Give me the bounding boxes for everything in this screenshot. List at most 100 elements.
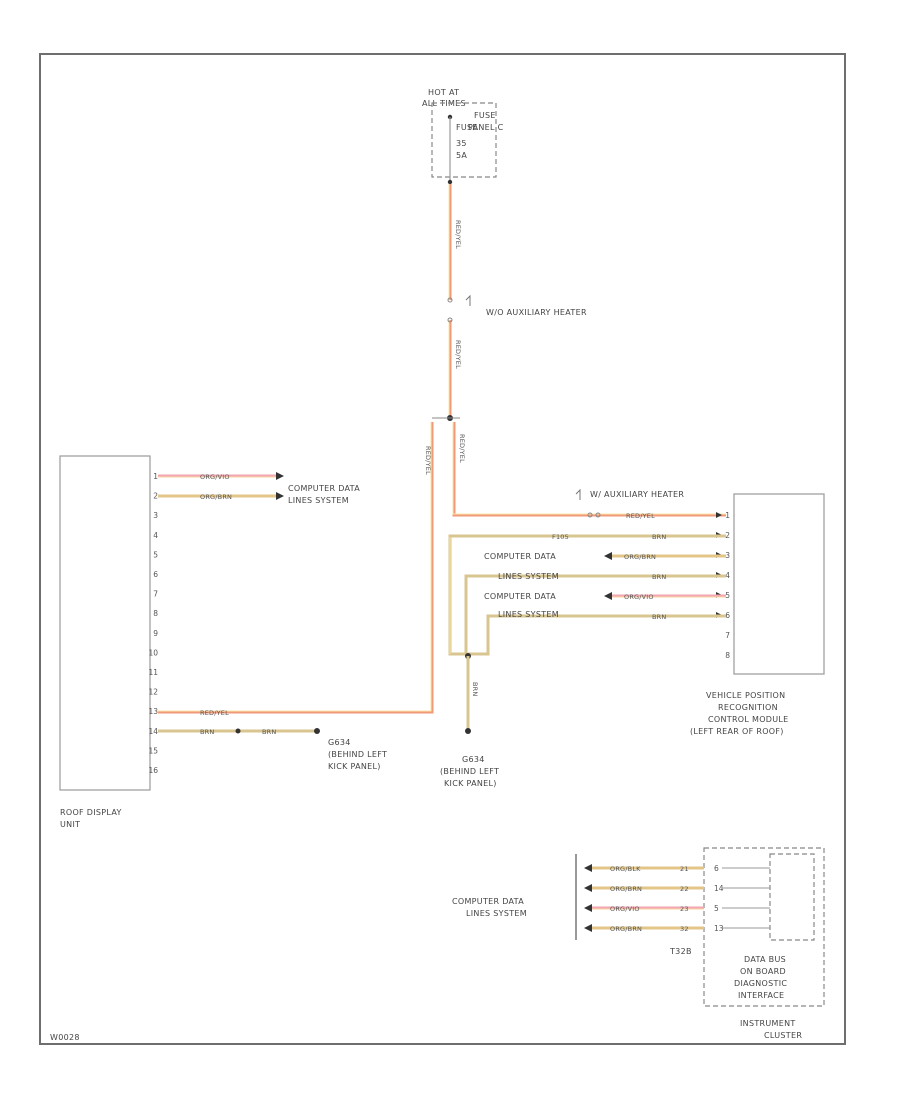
vprcm-wire-3-label: ORG/BRN — [624, 553, 656, 561]
vprcm-wire-1-label: RED/YEL — [626, 512, 655, 520]
dlc-wire-color: ORG/BRN — [610, 925, 642, 933]
fuse-panel-label-1: FUSE — [474, 111, 496, 120]
roof-display-pin: 13 — [148, 707, 158, 716]
dlc-wire-color: ORG/VIO — [610, 905, 640, 913]
roof-display-name-2: UNIT — [60, 820, 80, 829]
dlc-name-3: DIAGNOSTIC — [734, 979, 787, 988]
roof-display-pin: 2 — [153, 492, 158, 501]
vprcm-can-1-arrow — [604, 552, 612, 560]
vprcm-ground-wires: F105 BRN BRN BRN BRN G634 (BEHIND LEFT K… — [440, 533, 726, 788]
dlc-name-4: INTERFACE — [738, 991, 784, 1000]
vprcm-pin-terminal — [716, 512, 722, 518]
vprcm-wire-4-label: BRN — [652, 573, 666, 581]
rdu-wire-14-label-b: BRN — [262, 728, 276, 736]
roof-display-name-1: ROOF DISPLAY — [60, 808, 122, 817]
ground-2-dot — [465, 728, 471, 734]
vprcm-pin: 3 — [725, 551, 730, 560]
roof-display-pin: 12 — [148, 688, 158, 697]
rdu-ground-wire: BRN BRN G634 (BEHIND LEFT KICK PANEL) — [158, 728, 387, 771]
roof-display-pin: 14 — [148, 727, 158, 736]
roof-display-pin: 8 — [153, 609, 158, 618]
cluster-name-2: CLUSTER — [764, 1031, 802, 1040]
cds-top-line-1: COMPUTER DATA — [288, 484, 360, 493]
roof-display-pin: 16 — [148, 766, 158, 775]
rdu-wire-2-arrow — [276, 492, 284, 500]
vprcm-pin: 6 — [725, 611, 730, 620]
rdu-wire-1-arrow — [276, 472, 284, 480]
vprcm-pin: 8 — [725, 651, 730, 660]
roof-display-pin: 7 — [153, 590, 158, 599]
cds-mid-1-line-1: COMPUTER DATA — [484, 552, 556, 561]
ground-2-line-3: KICK PANEL) — [444, 779, 497, 788]
wo-aux-heater-option: W/O AUXILIARY HEATER — [447, 294, 587, 323]
vprcm-can-2-arrow — [604, 592, 612, 600]
cds-mid-1-line-2: LINES SYSTEM — [498, 572, 559, 581]
dlc-name-2: ON BOARD — [740, 967, 786, 976]
vprcm-name-4: (LEFT REAR OF ROOF) — [690, 727, 784, 736]
diagram-code: W0028 — [50, 1033, 80, 1042]
vprcm-splice-label: F105 — [552, 533, 569, 541]
ground-1-line-1: G634 — [328, 738, 351, 747]
fuse-number: 35 — [456, 139, 467, 148]
ground-1-dot — [314, 728, 320, 734]
roof-display-pin: 3 — [153, 511, 158, 520]
rdu-wire-14-label-a: BRN — [200, 728, 214, 736]
fuse-label: FUSE — [456, 123, 478, 132]
vprcm-name-1: VEHICLE POSITION — [706, 691, 785, 700]
vprcm-name-2: RECOGNITION — [718, 703, 778, 712]
dlc-wire-arrow — [584, 864, 592, 872]
dlc-inner-pin: 5 — [714, 904, 719, 913]
dlc-wire-color: ORG/BRN — [610, 885, 642, 893]
roof-display-can-wires: ORG/VIO ORG/BRN COMPUTER DATA LINES SYST… — [158, 472, 360, 505]
dlc-wire-pin: 32 — [680, 925, 689, 933]
roof-display-pin: 4 — [153, 531, 158, 540]
cds-top-line-2: LINES SYSTEM — [288, 496, 349, 505]
left-branch-label: RED/YEL — [424, 446, 432, 475]
cluster-name-1: INSTRUMENT — [740, 1019, 796, 1028]
rdu-wire-2-label: ORG/BRN — [200, 493, 232, 501]
vprcm-pin: 1 — [725, 511, 730, 520]
fuse-panel: HOT AT ALL TIMES FUSE PANEL C FUSE 35 5A — [422, 88, 504, 185]
fuse-panel-label-2: PANEL C — [468, 123, 504, 132]
dlc-inner-pin: 6 — [714, 864, 719, 873]
vprcm-box — [733, 493, 825, 675]
roof-display-box — [59, 455, 151, 791]
dlc-inner-pin: 13 — [714, 924, 724, 933]
t32b-label: T32B — [669, 947, 692, 956]
cds-bottom-line-2: LINES SYSTEM — [466, 909, 527, 918]
rdu-wire-1-label: ORG/VIO — [200, 473, 230, 481]
cds-mid-2-line-2: LINES SYSTEM — [498, 610, 559, 619]
dlc-wire-arrow — [584, 904, 592, 912]
vprcm-pin: 5 — [725, 591, 730, 600]
roof-display-pin: 15 — [148, 746, 158, 755]
dlc-name-1: DATA BUS — [744, 955, 786, 964]
roof-display-pin: 10 — [148, 648, 158, 657]
wo-aux-heater-label: W/O AUXILIARY HEATER — [486, 308, 587, 317]
dlc-wire-color: ORG/BLK — [610, 865, 641, 873]
ground-1-line-2: (BEHIND LEFT — [328, 750, 387, 759]
roof-display-pin: 11 — [148, 668, 158, 677]
dlc-wire-arrow — [584, 884, 592, 892]
dlc-wire-pin: 23 — [680, 905, 689, 913]
ground-1-line-3: KICK PANEL) — [328, 762, 381, 771]
vprcm-wire-5-label: ORG/VIO — [624, 593, 654, 601]
vprcm-pin: 2 — [725, 531, 730, 540]
hot-at-label: HOT AT — [428, 88, 459, 97]
vprcm-pin: 7 — [725, 631, 730, 640]
rdu-wire-13-label: RED/YEL — [200, 709, 229, 717]
rdu-ground-splice — [235, 728, 241, 734]
dlc-inner-pin: 14 — [714, 884, 724, 893]
dlc-box — [769, 853, 815, 941]
fuse-panel-box — [431, 102, 497, 178]
w-aux-heater-option: W/ AUXILIARY HEATER RED/YEL — [575, 488, 684, 520]
fuse-rating: 5A — [456, 151, 467, 160]
red-yel-branch-left: RED/YEL — [158, 422, 434, 714]
roof-display-pin: 9 — [153, 629, 158, 638]
roof-display-pin: 1 — [153, 472, 158, 481]
